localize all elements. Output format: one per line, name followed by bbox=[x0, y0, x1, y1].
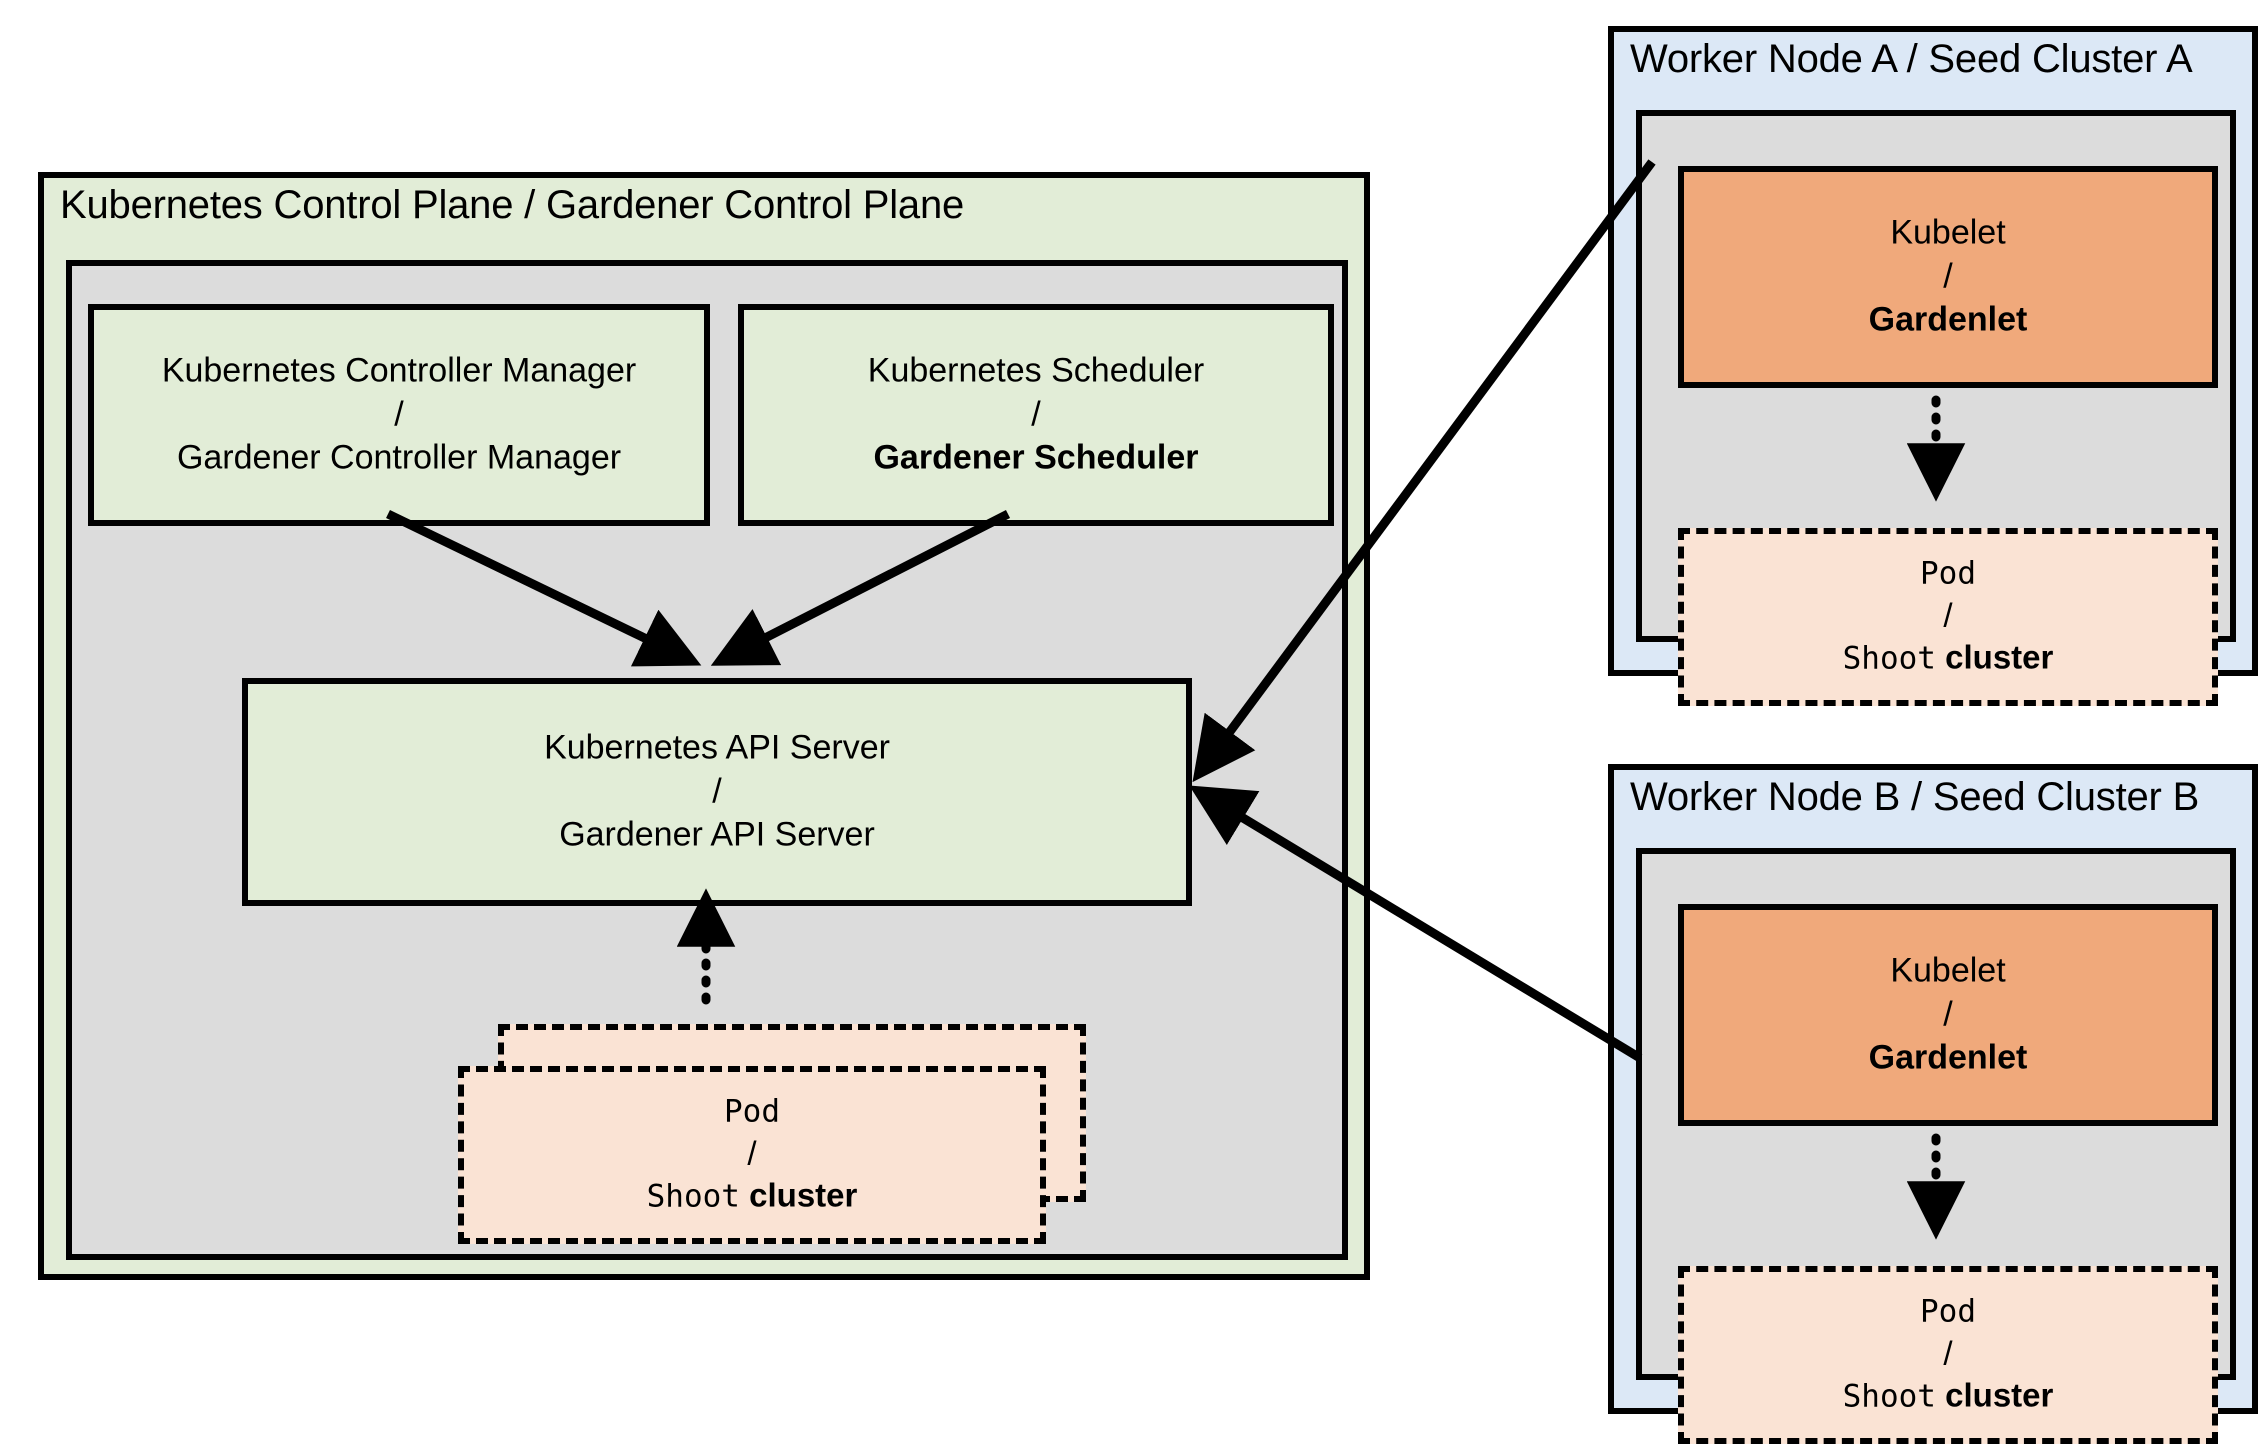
worker-a-pod-line1: Pod bbox=[1920, 555, 1976, 592]
control-plane-pod-shoot: Shoot bbox=[646, 1178, 740, 1215]
scheduler-label: Kubernetes Scheduler / Gardener Schedule… bbox=[744, 350, 1328, 481]
worker-b-pod-separator: / bbox=[1943, 1334, 1953, 1372]
worker-a-gardenlet-box[interactable]: Kubelet / Gardenlet bbox=[1678, 166, 2218, 388]
worker-node-b-inner-panel: Kubelet / Gardenlet Pod / Shoot cluster bbox=[1636, 848, 2236, 1444]
api-server-separator: / bbox=[712, 772, 722, 811]
worker-a-pod-line2: Shoot cluster bbox=[1684, 637, 2212, 680]
worker-a-pod-cluster: cluster bbox=[1945, 638, 2054, 676]
worker-node-a-panel: Worker Node A / Seed Cluster A Kubelet /… bbox=[1608, 26, 2258, 706]
worker-b-pod-box[interactable]: Pod / Shoot cluster bbox=[1678, 1266, 2218, 1444]
worker-b-pod-cluster: cluster bbox=[1945, 1376, 2054, 1414]
worker-node-b-panel: Worker Node B / Seed Cluster B Kubelet /… bbox=[1608, 764, 2258, 1444]
worker-node-a-inner-panel: Kubelet / Gardenlet Pod / Shoot cluster bbox=[1636, 110, 2236, 706]
worker-b-pod-line1: Pod bbox=[1920, 1293, 1976, 1330]
controller-manager-box[interactable]: Kubernetes Controller Manager / Gardener… bbox=[88, 304, 710, 526]
controller-manager-separator: / bbox=[394, 395, 404, 434]
worker-b-gardenlet-line2: Gardenlet bbox=[1868, 1038, 2028, 1077]
worker-b-gardenlet-label: Kubelet / Gardenlet bbox=[1684, 950, 2212, 1081]
control-plane-pod-label: Pod / Shoot cluster bbox=[464, 1093, 1040, 1218]
worker-b-pod-line2: Shoot cluster bbox=[1684, 1375, 2212, 1418]
worker-a-gardenlet-separator: / bbox=[1943, 257, 1953, 296]
worker-node-b-title: Worker Node B / Seed Cluster B bbox=[1630, 775, 2200, 819]
api-server-line2: Gardener API Server bbox=[559, 815, 875, 854]
worker-b-gardenlet-line1: Kubelet bbox=[1890, 951, 2006, 990]
worker-node-a-title: Worker Node A / Seed Cluster A bbox=[1630, 37, 2193, 81]
controller-manager-line1: Kubernetes Controller Manager bbox=[161, 351, 637, 390]
scheduler-line1: Kubernetes Scheduler bbox=[867, 351, 1205, 390]
worker-b-gardenlet-box[interactable]: Kubelet / Gardenlet bbox=[1678, 904, 2218, 1126]
worker-b-pod-label: Pod / Shoot cluster bbox=[1684, 1293, 2212, 1418]
worker-a-pod-shoot: Shoot bbox=[1842, 640, 1936, 677]
api-server-label: Kubernetes API Server / Gardener API Ser… bbox=[248, 727, 1186, 858]
control-plane-inner-panel: Kubernetes Controller Manager / Gardener… bbox=[66, 260, 1348, 1260]
worker-b-pod-shoot: Shoot bbox=[1842, 1378, 1936, 1415]
controller-manager-label: Kubernetes Controller Manager / Gardener… bbox=[94, 350, 704, 481]
control-plane-title: Kubernetes Control Plane / Gardener Cont… bbox=[60, 183, 965, 227]
control-plane-pod-line2: Shoot cluster bbox=[464, 1175, 1040, 1218]
control-plane-panel: Kubernetes Control Plane / Gardener Cont… bbox=[38, 172, 1370, 1280]
worker-a-pod-box[interactable]: Pod / Shoot cluster bbox=[1678, 528, 2218, 706]
api-server-line1: Kubernetes API Server bbox=[544, 728, 890, 767]
control-plane-pod-separator: / bbox=[747, 1134, 757, 1172]
worker-a-gardenlet-label: Kubelet / Gardenlet bbox=[1684, 212, 2212, 343]
worker-a-gardenlet-line1: Kubelet bbox=[1890, 213, 2006, 252]
worker-a-gardenlet-line2: Gardenlet bbox=[1868, 300, 2028, 339]
api-server-box[interactable]: Kubernetes API Server / Gardener API Ser… bbox=[242, 678, 1192, 906]
scheduler-box[interactable]: Kubernetes Scheduler / Gardener Schedule… bbox=[738, 304, 1334, 526]
scheduler-separator: / bbox=[1031, 395, 1041, 434]
scheduler-line2: Gardener Scheduler bbox=[873, 438, 1199, 477]
control-plane-pod-cluster: cluster bbox=[749, 1176, 858, 1214]
worker-a-pod-label: Pod / Shoot cluster bbox=[1684, 555, 2212, 680]
controller-manager-line2: Gardener Controller Manager bbox=[176, 438, 622, 477]
control-plane-pod-box[interactable]: Pod / Shoot cluster bbox=[458, 1066, 1046, 1244]
worker-b-gardenlet-separator: / bbox=[1943, 995, 1953, 1034]
worker-a-pod-separator: / bbox=[1943, 596, 1953, 634]
control-plane-pod-line1: Pod bbox=[724, 1093, 780, 1130]
